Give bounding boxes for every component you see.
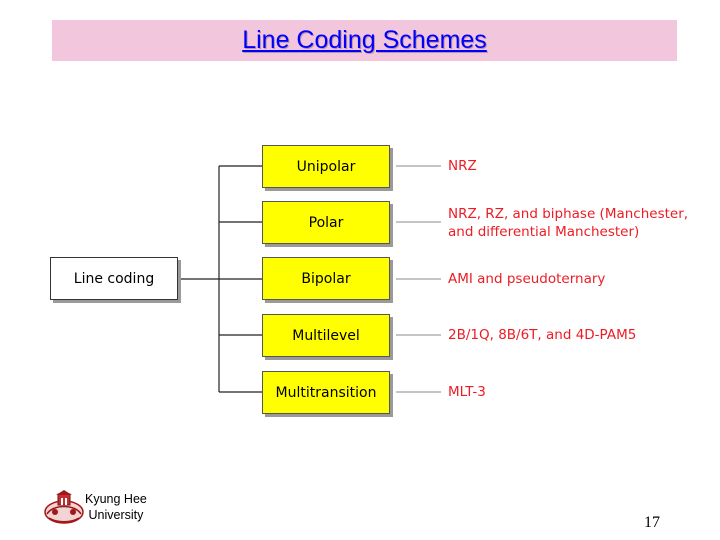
university-line-2: University bbox=[88, 508, 144, 522]
multitransition-description-line: MLT-3 bbox=[448, 384, 486, 400]
multitransition-box: Multitransition bbox=[262, 371, 390, 414]
polar-description: NRZ, RZ, and biphase (Manchester, and di… bbox=[448, 205, 688, 241]
polar-description-line-2: and differential Manchester) bbox=[448, 224, 640, 240]
title-bar: Line Coding Schemes bbox=[52, 20, 677, 61]
university-name: Kyung Hee University bbox=[85, 491, 147, 523]
line-coding-box: Line coding bbox=[50, 257, 178, 300]
multilevel-description: 2B/1Q, 8B/6T, and 4D-PAM5 bbox=[448, 326, 636, 344]
unipolar-box: Unipolar bbox=[262, 145, 390, 188]
bipolar-description-line: AMI and pseudoternary bbox=[448, 271, 606, 287]
university-seal-icon bbox=[44, 490, 84, 524]
slide-title: Line Coding Schemes bbox=[242, 26, 487, 54]
unipolar-description: NRZ bbox=[448, 157, 477, 175]
bipolar-description: AMI and pseudoternary bbox=[448, 270, 605, 288]
university-line-1: Kyung Hee bbox=[85, 492, 147, 506]
polar-description-line-1: NRZ, RZ, and biphase (Manchester, bbox=[448, 206, 689, 222]
multilevel-box: Multilevel bbox=[262, 314, 390, 357]
multitransition-description: MLT-3 bbox=[448, 383, 486, 401]
multilevel-description-line: 2B/1Q, 8B/6T, and 4D-PAM5 bbox=[448, 327, 637, 343]
polar-box: Polar bbox=[262, 201, 390, 244]
page-number: 17 bbox=[644, 514, 660, 531]
bipolar-box: Bipolar bbox=[262, 257, 390, 300]
unipolar-description-line: NRZ bbox=[448, 158, 477, 174]
